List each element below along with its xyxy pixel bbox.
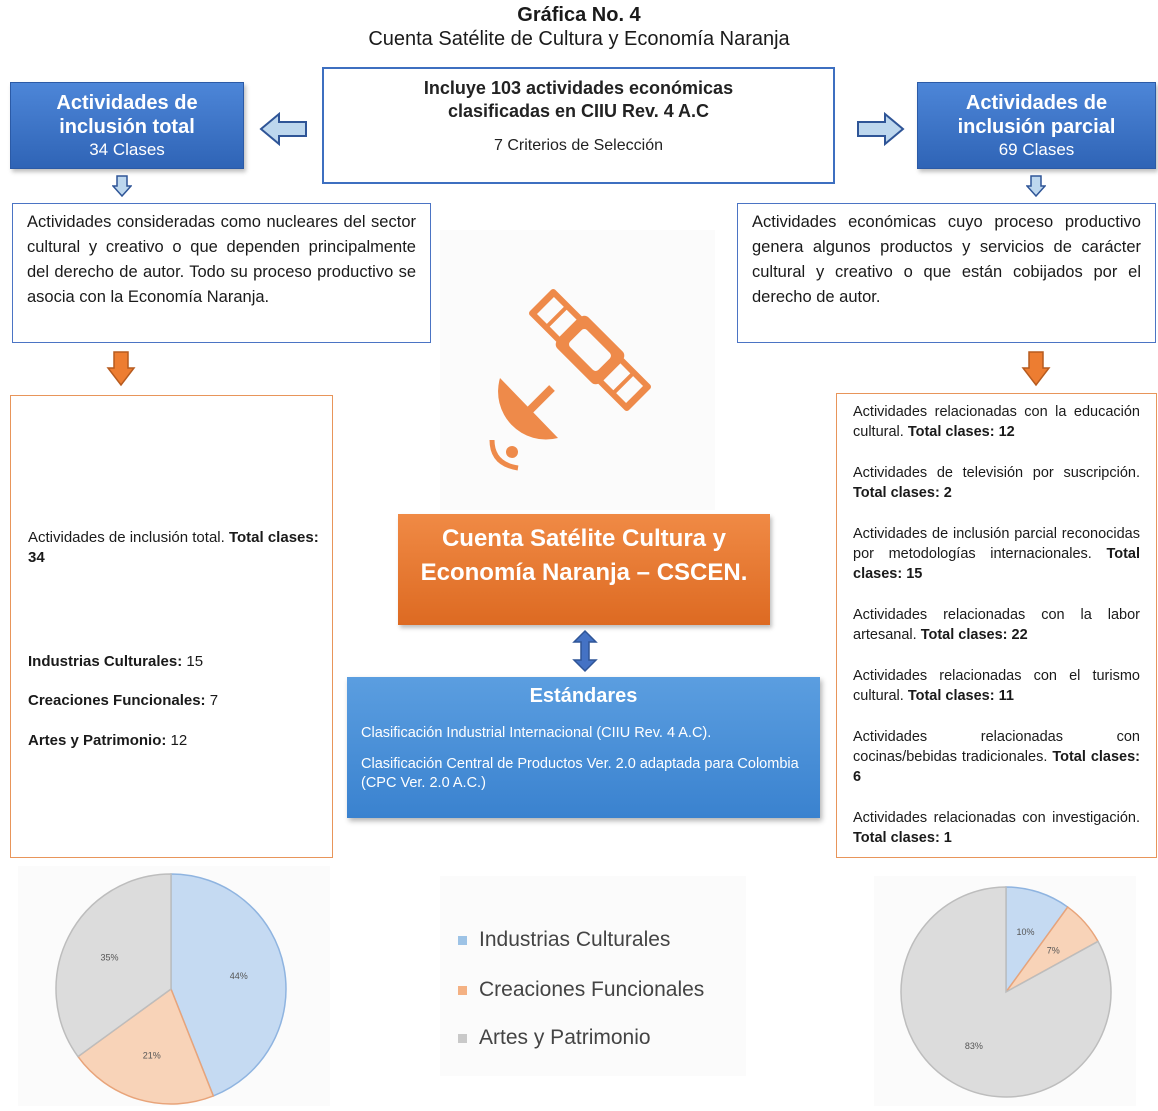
chart-subtitle: Cuenta Satélite de Cultura y Economía Na…	[368, 28, 790, 50]
item-total: Total clases: 15	[853, 546, 1140, 582]
list-item: Actividades relacionadas con la labor ar…	[853, 605, 1140, 645]
list-item: Actividades relacionadas con cocinas/beb…	[853, 727, 1140, 787]
pie-data-label: 21%	[143, 1050, 161, 1060]
inclusion-total-count: 34 Clases	[89, 140, 165, 159]
legend: Industrias Culturales Creaciones Funcion…	[440, 876, 746, 1076]
item-text: Actividades de inclusión parcial reconoc…	[853, 526, 1140, 562]
inclusion-parcial-list: Actividades relacionadas con la educació…	[836, 393, 1157, 858]
item-total: Total clases: 2	[853, 485, 952, 501]
pie-data-label: 10%	[1016, 927, 1034, 937]
cscen-box: Cuenta Satélite Cultura y Economía Naran…	[398, 514, 770, 625]
legend-swatch	[458, 985, 467, 995]
inclusion-total-description: Actividades consideradas como nucleares …	[12, 203, 431, 343]
arrow-down-icon	[112, 175, 132, 198]
list-item: Industrias Culturales: 15	[28, 652, 203, 672]
standards-box: Estándares Clasificación Industrial Inte…	[347, 677, 820, 818]
item-text: Actividades relacionadas con cocinas/beb…	[853, 729, 1140, 765]
item-value: 12	[170, 732, 188, 749]
pie-slice-industrias-culturales	[170, 873, 287, 1097]
inclusion-parcial-count: 69 Clases	[998, 140, 1075, 159]
list-item: Actividades de inclusión parcial reconoc…	[853, 524, 1140, 584]
activities-summary-box: Incluye 103 actividades económicas clasi…	[322, 67, 835, 184]
item-label: Creaciones Funcionales:	[28, 692, 206, 709]
item-total: Total clases: 6	[853, 749, 1141, 785]
activities-summary-title: Incluye 103 actividades económicas clasi…	[423, 78, 734, 121]
item-text: Actividades relacionadas con la labor ar…	[853, 607, 1140, 643]
standards-title: Estándares	[529, 685, 638, 707]
legend-swatch	[458, 1033, 467, 1043]
arrow-down-icon	[1026, 175, 1046, 198]
arrow-left-icon	[259, 112, 307, 146]
pie-slice-creaciones-funcionales	[76, 987, 215, 1105]
satellite-icon	[489, 289, 651, 471]
item-label: Industrias Culturales:	[28, 653, 183, 670]
arrow-down-icon	[106, 351, 136, 387]
satellite-panel	[440, 230, 715, 510]
inclusion-parcial-title: Actividades de inclusión parcial	[957, 92, 1116, 138]
list-item: Actividades relacionadas con el turismo …	[853, 666, 1140, 706]
legend-item: Artes y Patrimonio	[458, 1026, 651, 1050]
legend-item: Creaciones Funcionales	[458, 978, 704, 1002]
inclusion-total-title: Actividades de inclusión total	[56, 92, 198, 138]
arrow-right-icon	[857, 112, 905, 146]
selection-criteria: 7 Criterios de Selección	[494, 137, 663, 154]
pie-data-label: 7%	[1047, 945, 1060, 955]
pie-slice-artes-y-patrimonio	[900, 886, 1112, 1098]
item-total: Total clases: 12	[907, 424, 1015, 440]
pie-chart-total-panel: 44% 21% 35%	[18, 866, 330, 1106]
pie-chart-parcial: 10% 7% 83%	[900, 886, 1112, 1098]
list-item: Actividades relacionadas con la educació…	[853, 402, 1140, 442]
pie-chart-total: 44% 21% 35%	[55, 873, 287, 1105]
legend-label: Artes y Patrimonio	[479, 1026, 651, 1049]
list-item: Artes y Patrimonio: 12	[28, 731, 187, 751]
inclusion-total-list: Actividades de inclusión total. Total cl…	[10, 395, 333, 858]
list-item: Creaciones Funcionales: 7	[28, 691, 218, 711]
item-label: Artes y Patrimonio:	[28, 732, 167, 749]
item-value: 7	[209, 692, 219, 709]
summary-total: Total clases: 34	[28, 529, 319, 566]
standard-ciiu: Clasificación Industrial Internacional (…	[361, 725, 712, 741]
item-text: Actividades relacionadas con la educació…	[853, 404, 1140, 440]
list-item: Actividades de televisión por suscripció…	[853, 463, 1140, 503]
summary-text: Actividades de inclusión total.	[28, 529, 225, 546]
inclusion-total-summary: Actividades de inclusión total. Total cl…	[28, 528, 324, 568]
pie-slice-artes-y-patrimonio	[55, 873, 172, 1058]
pie-data-label: 44%	[230, 971, 248, 981]
item-text: Actividades relacionadas con el turismo …	[853, 668, 1140, 704]
pie-data-label: 83%	[965, 1041, 983, 1051]
list-item: Actividades relacionadas con investigaci…	[853, 808, 1140, 848]
standard-cpc: Clasificación Central de Productos Ver. …	[361, 756, 799, 791]
item-total: Total clases: 22	[920, 627, 1028, 643]
legend-label: Industrias Culturales	[479, 928, 671, 951]
inclusion-total-header: Actividades de inclusión total 34 Clases	[10, 82, 244, 169]
pie-chart-parcial-panel: 10% 7% 83%	[874, 876, 1136, 1106]
item-text: Actividades relacionadas con investigaci…	[853, 810, 1140, 826]
chart-title: Gráfica No. 4	[517, 4, 641, 26]
item-text: Actividades de televisión por suscripció…	[853, 465, 1140, 481]
inclusion-parcial-header: Actividades de inclusión parcial 69 Clas…	[917, 82, 1156, 169]
arrow-updown-icon	[572, 629, 598, 673]
legend-swatch	[458, 935, 467, 945]
item-total: Total clases: 1	[853, 830, 952, 846]
arrow-down-icon	[1021, 351, 1051, 387]
item-total: Total clases: 11	[907, 688, 1014, 704]
legend-item: Industrias Culturales	[458, 928, 670, 952]
item-value: 15	[186, 653, 204, 670]
inclusion-parcial-description: Actividades económicas cuyo proceso prod…	[737, 203, 1156, 343]
legend-label: Creaciones Funcionales	[479, 978, 705, 1001]
pie-data-label: 35%	[101, 953, 119, 963]
